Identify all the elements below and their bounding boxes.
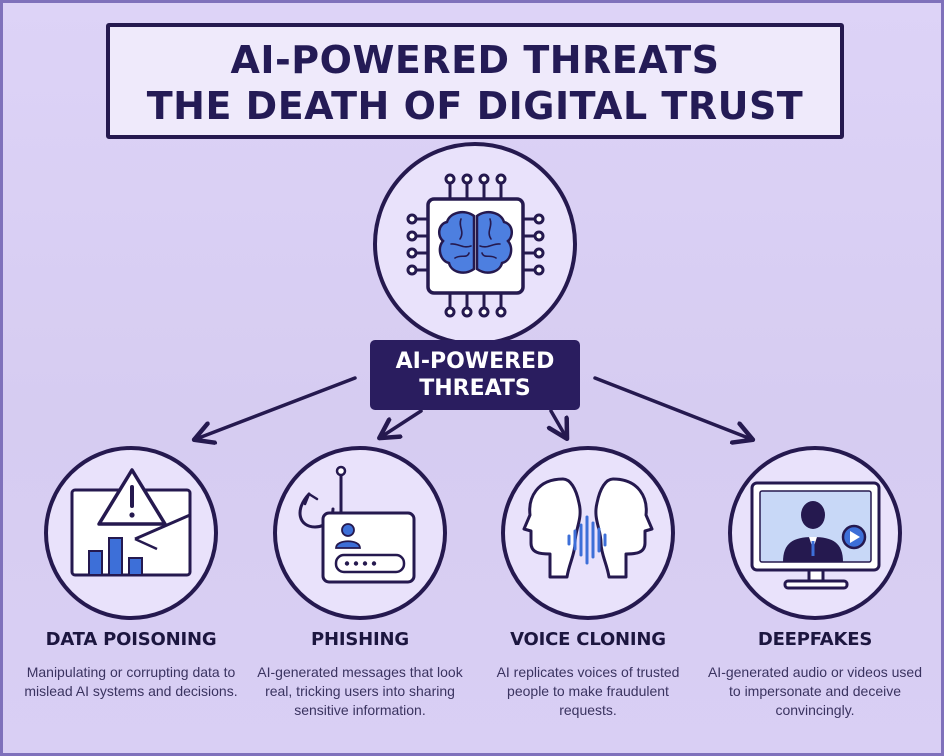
category-description: AI replicates voices of trusted people t… [496,664,680,718]
category-phishing: PHISHING AI-generated messages that look… [250,629,470,720]
arrow-to-deepfakes [593,376,751,439]
fishing-hook-id-card-icon [273,446,447,620]
category-deepfakes: DEEPFAKES AI-generated audio or videos u… [705,629,925,720]
category-title: VOICE CLONING [510,629,666,650]
category-title: DATA POISONING [45,629,217,650]
category-data-poisoning: DATA POISONING Manipulating or corruptin… [21,629,241,701]
category-description: AI-generated messages that look real, tr… [257,664,463,718]
diagram-graphics [44,142,902,620]
category-voice-cloning: VOICE CLONING AI replicates voices of tr… [478,629,698,720]
category-description: Manipulating or corrupting data to misle… [24,664,238,699]
title-line-2: THE DEATH OF DIGITAL TRUST [146,84,804,128]
brain-chip-icon [373,142,577,346]
category-title: DEEPFAKES [757,629,873,650]
warning-envelope-chart-icon [44,446,218,620]
two-heads-soundwave-icon [501,446,675,620]
center-label-line-2: THREATS [419,376,531,401]
category-description: AI-generated audio or videos used to imp… [707,664,923,718]
center-label-line-1: AI-POWERED [395,349,555,374]
center-threats-label: AI-POWERED THREATS [370,340,580,410]
arrow-to-voice-cloning [551,409,566,437]
monitor-person-play-icon [728,446,902,620]
arrow-to-phishing [381,409,423,437]
category-title: PHISHING [311,629,409,650]
connector-arrows [196,376,751,439]
title-line-1: AI-POWERED THREATS [230,38,720,82]
arrow-to-data-poisoning [196,376,357,439]
title-banner: AI-POWERED THREATS THE DEATH OF DIGITAL … [106,23,844,139]
